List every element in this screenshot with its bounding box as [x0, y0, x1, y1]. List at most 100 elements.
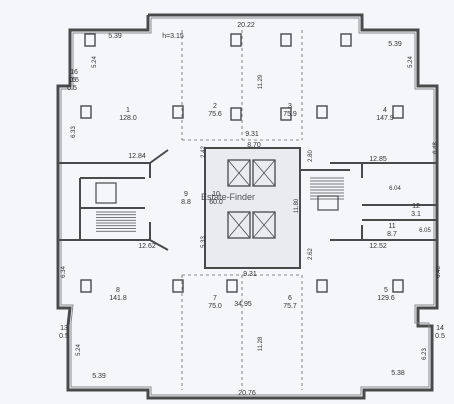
column [280, 33, 292, 47]
room-area-3: 75.9 [283, 111, 297, 118]
room-area-11: 8.7 [387, 231, 397, 238]
room-area-4: 147.9 [376, 115, 394, 122]
dimension-core-right-bottom: 2.62 [308, 248, 314, 260]
room-area-6: 75.7 [283, 303, 297, 310]
column [392, 279, 404, 293]
dimension-top-width: 20.22 [237, 22, 255, 29]
dimension-core-right-top: 2.80 [308, 150, 314, 162]
room-area-9: 8.8 [181, 199, 191, 206]
column [172, 105, 184, 119]
room-number-8: 8 [116, 287, 120, 294]
dashed-lines [181, 30, 303, 390]
elevator-shaft [227, 211, 251, 239]
dimension-corner-top-left: 5.39 [108, 33, 122, 40]
room-area-16: 0.5 [69, 77, 79, 84]
dimension-core-right-mid: 11.80 [294, 198, 300, 213]
dimension-left-upper: 6.33 [71, 126, 77, 138]
dimension-corner-bottom-right: 5.38 [391, 370, 405, 377]
building-core [95, 147, 344, 269]
elevator-small [317, 195, 339, 211]
room-area-2: 75.6 [208, 111, 222, 118]
dimension-bottom-width: 20.76 [238, 390, 256, 397]
dimension-corner-top-right: 5.39 [388, 41, 402, 48]
room-area-10: 60.0 [209, 199, 223, 206]
room-area-13: 0.5 [59, 333, 69, 340]
dimension-core-top: 8.70 [247, 142, 261, 149]
dimension-south-core: 9.31 [243, 271, 257, 278]
elevator-cross [227, 159, 251, 187]
dimension-stair-right-b: 6.05 [419, 228, 431, 234]
room-area-12: 3.1 [411, 211, 421, 218]
elevator-shaft [252, 159, 276, 187]
dimension-left-lower: 6.34 [61, 266, 67, 278]
dimension-right-upper: 6.48 [433, 142, 439, 154]
room-area-1: 128.0 [119, 115, 137, 122]
column [172, 279, 184, 293]
column [80, 279, 92, 293]
room-area-7: 75.0 [208, 303, 222, 310]
dimension-west-upper: 12.84 [128, 153, 146, 160]
column [280, 107, 292, 121]
elevator-small [95, 182, 117, 204]
room-number-12: 12 [412, 203, 420, 210]
dimension-right-lower-wing: 6.23 [422, 348, 428, 360]
column [392, 105, 404, 119]
room-area-14: 0.5 [435, 333, 445, 340]
interior-wall [149, 239, 169, 251]
dimension-corner-bottom-left: 5.39 [92, 373, 106, 380]
column [226, 279, 238, 293]
column [84, 33, 96, 47]
window-line [60, 17, 435, 396]
dimension-left-upper-wing: 5.24 [92, 56, 98, 68]
room-number-3: 3 [288, 103, 292, 110]
column [316, 279, 328, 293]
room-number-6: 6 [288, 295, 292, 302]
dimension-stair-right: 6.04 [389, 186, 401, 192]
room-number-7: 7 [213, 295, 217, 302]
room-number-16: 16 [70, 69, 78, 76]
room-number-9: 9 [184, 191, 188, 198]
column [230, 107, 242, 121]
dimension-north-span: 11.29 [258, 74, 264, 89]
dimension-south-span: 11.28 [258, 336, 264, 351]
room-number-15: 15 [68, 77, 76, 84]
column [340, 33, 352, 47]
dimension-east-lower: 12.52 [369, 243, 387, 250]
column [316, 105, 328, 119]
room-number-10: 10 [212, 191, 220, 198]
room-number-11: 11 [388, 223, 395, 230]
elevator-shaft [252, 211, 276, 239]
room-number-2: 2 [213, 103, 217, 110]
dimension-south-mid: 34.95 [234, 301, 252, 308]
dimension-left-lower-wing: 5.24 [76, 344, 82, 356]
room-number-1: 1 [126, 107, 130, 114]
walls [56, 13, 439, 400]
room-area-15: 0.5 [67, 85, 77, 92]
dimension-west-lower: 12.62 [138, 243, 156, 250]
room-number-5: 5 [384, 287, 388, 294]
dimension-east-upper: 12.85 [369, 156, 387, 163]
dimension-core-left-bottom: 5.33 [201, 236, 207, 248]
room-area-8: 141.8 [109, 295, 127, 302]
room-number-14: 14 [436, 325, 444, 332]
elevator-cross [252, 159, 276, 187]
room-area-5: 129.6 [377, 295, 395, 302]
elevator-shaft [227, 159, 251, 187]
interior-wall [149, 149, 169, 164]
column [80, 105, 92, 119]
dimension-core-left-top: 2.42 [201, 146, 207, 158]
dimension-right-lower: 6.48 [436, 266, 442, 278]
dimension-right-upper-wing: 5.24 [408, 56, 414, 68]
room-number-4: 4 [383, 107, 387, 114]
room-number-13: 13 [60, 325, 68, 332]
elevator-cross [227, 211, 251, 239]
watermark: Estate-Finder [201, 192, 255, 202]
ceiling-height: h=3.15 [162, 33, 184, 40]
column [230, 33, 242, 47]
outer-wall [56, 13, 439, 400]
elevator-cross [252, 211, 276, 239]
dimension-north-core: 9.31 [245, 131, 259, 138]
